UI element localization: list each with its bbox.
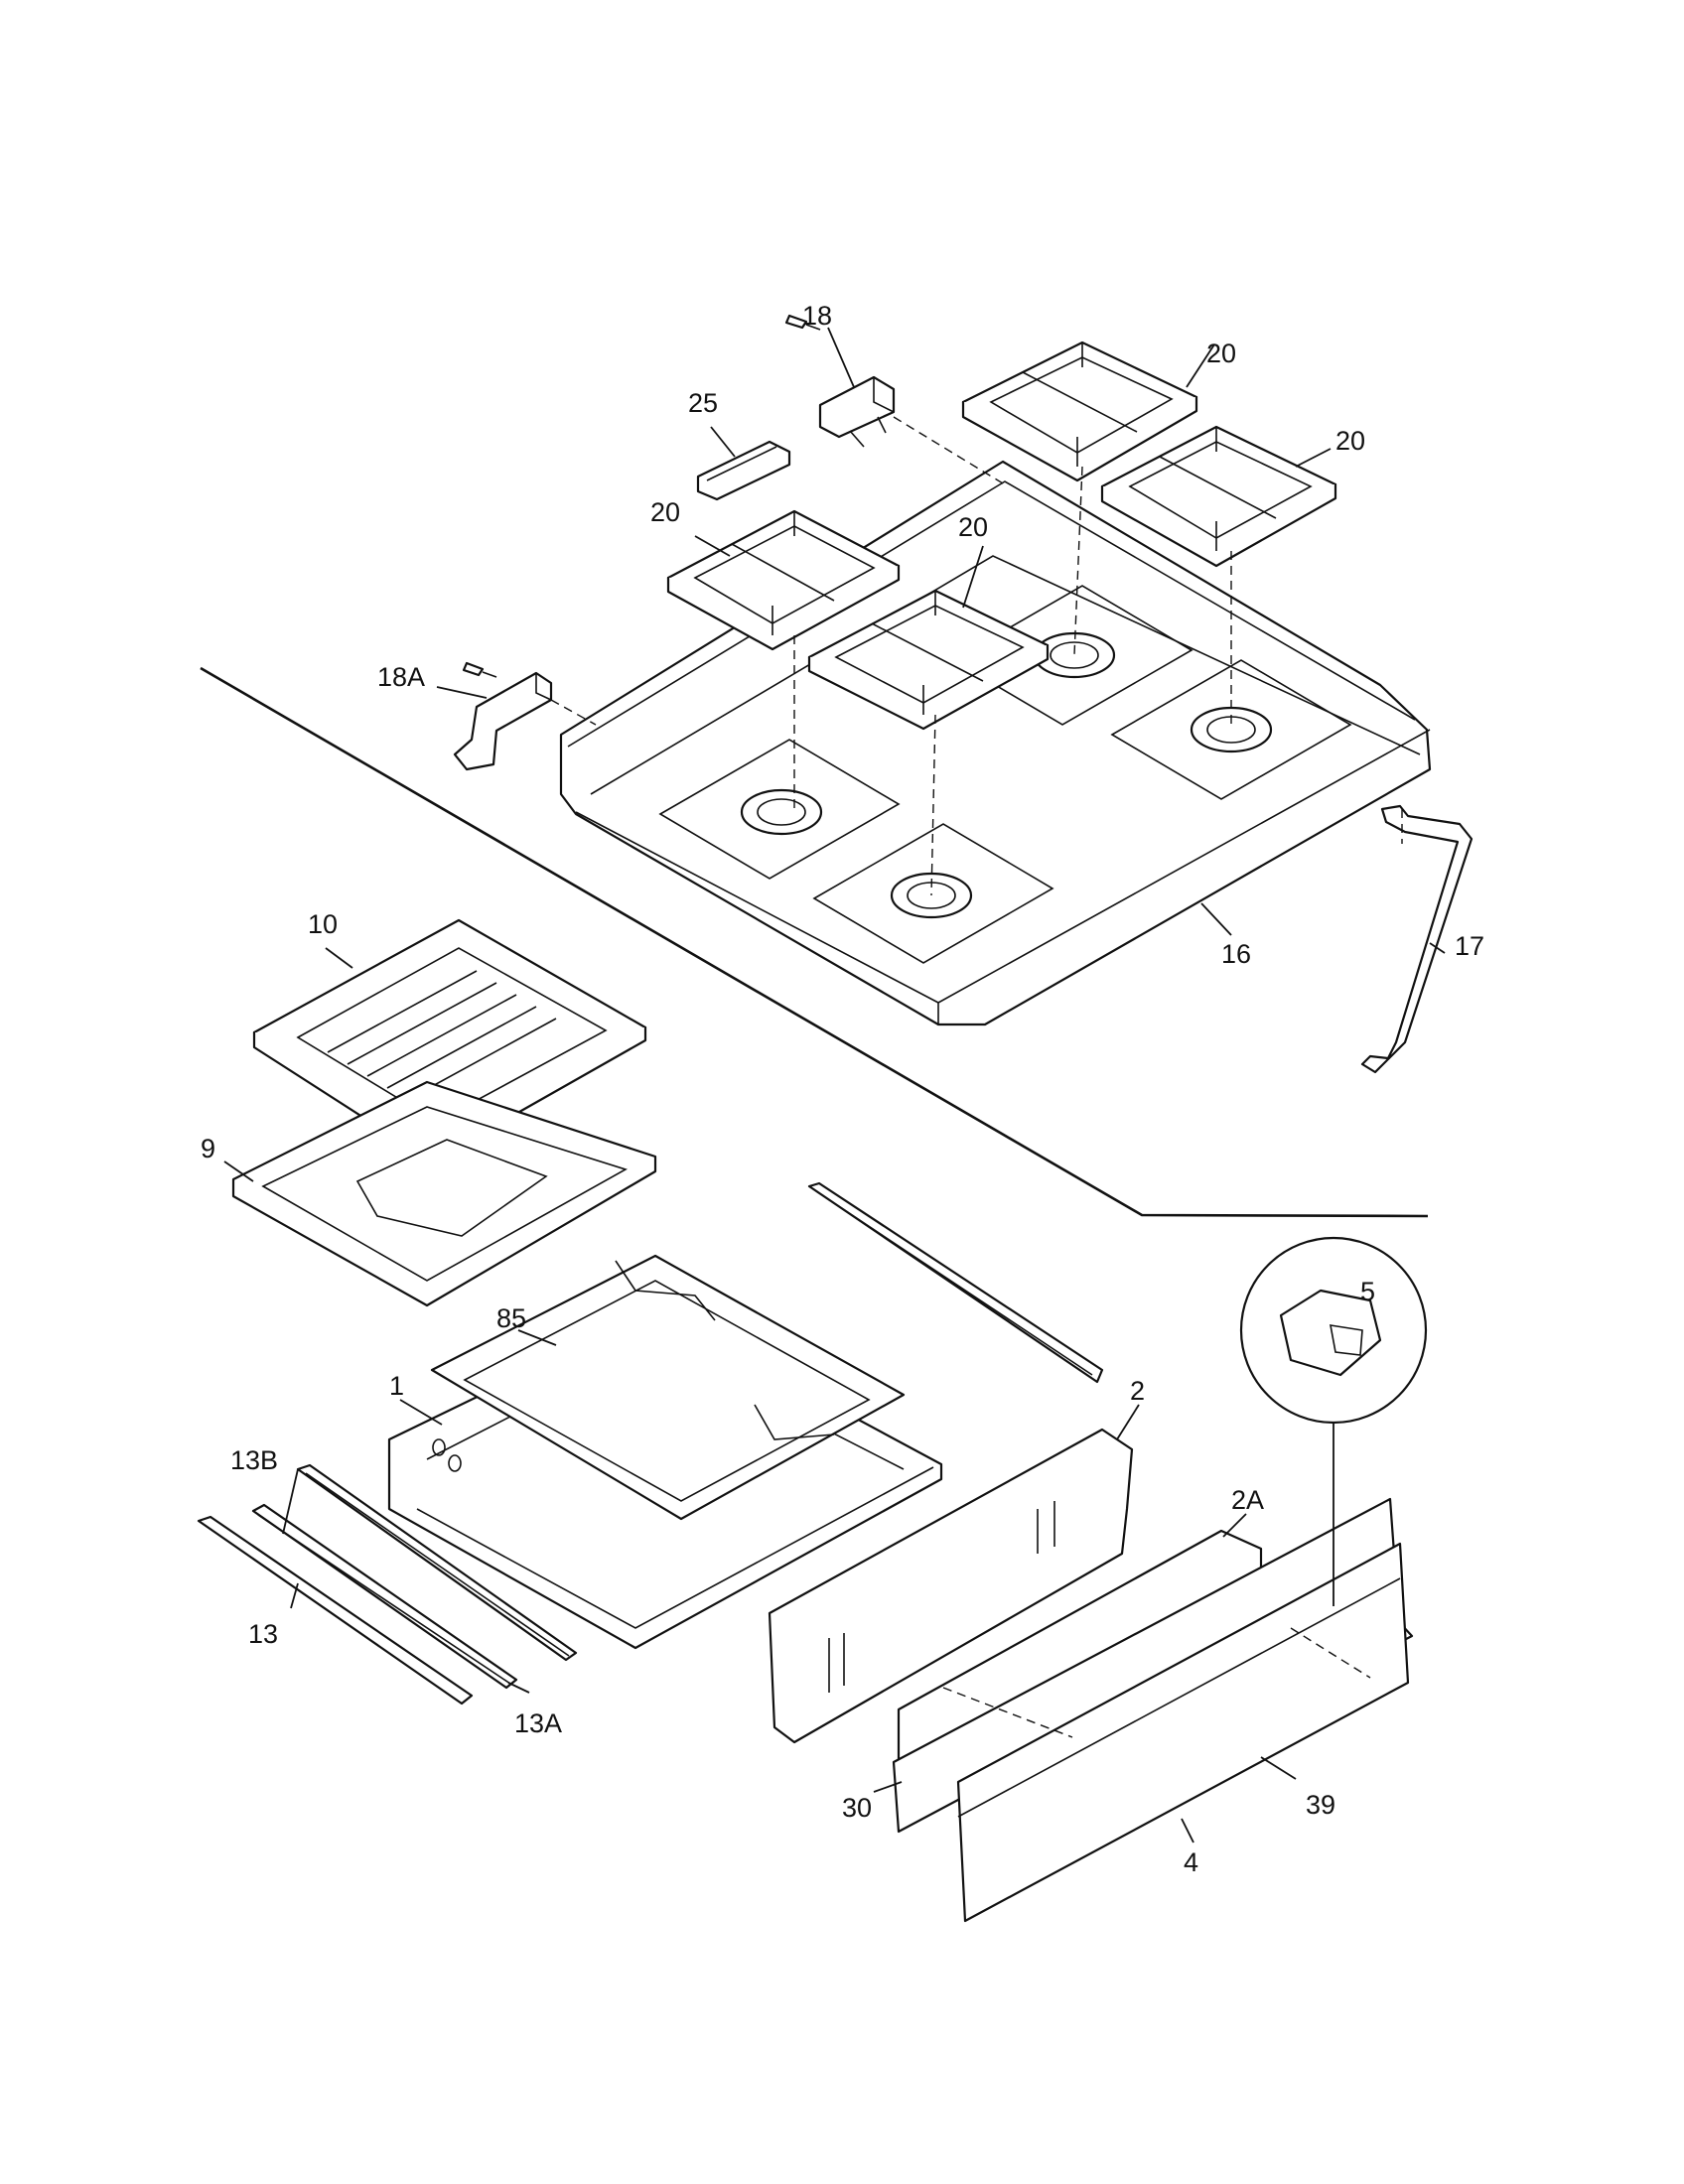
label-2: 2 xyxy=(1130,1376,1145,1406)
part-20-grate-front-left xyxy=(666,509,901,651)
part-18A-bracket xyxy=(453,661,553,771)
part-4-drawer-front xyxy=(956,1542,1410,1923)
label-13: 13 xyxy=(248,1619,278,1649)
part-13-rail xyxy=(197,1515,474,1706)
label-17: 17 xyxy=(1455,931,1484,961)
label-39: 39 xyxy=(1306,1790,1335,1820)
part-9-broiler-pan xyxy=(231,1080,657,1307)
label-20-rear-right: 20 xyxy=(1335,426,1365,456)
part-13A-rail xyxy=(251,1503,518,1690)
part-18-bracket xyxy=(784,314,896,448)
label-18A: 18A xyxy=(377,662,425,692)
label-16: 16 xyxy=(1221,939,1251,969)
label-20-rear-left: 20 xyxy=(1206,339,1236,368)
part-20-grate-front-right xyxy=(807,589,1050,731)
section-divider-line xyxy=(200,666,1429,1218)
part-labels: 18 25 20 20 20 20 18A 16 17 10 9 85 1 2 … xyxy=(201,301,1484,1877)
part-20-grate-rear-right xyxy=(1100,425,1337,568)
label-13A: 13A xyxy=(514,1708,562,1738)
part-16-cooktop xyxy=(559,460,1432,1026)
label-18: 18 xyxy=(802,301,832,331)
label-30: 30 xyxy=(842,1793,872,1823)
label-20-front-left: 20 xyxy=(650,497,680,527)
part-5-detail-circle xyxy=(1239,1236,1428,1606)
part-2-side-panel xyxy=(768,1428,1134,1744)
label-1: 1 xyxy=(389,1371,404,1401)
label-85: 85 xyxy=(496,1303,526,1333)
label-13B: 13B xyxy=(230,1445,278,1475)
alignment-lines xyxy=(550,416,1403,1738)
part-85-rack xyxy=(430,1254,906,1521)
label-5: 5 xyxy=(1360,1277,1375,1306)
part-20-grate-rear-left xyxy=(961,341,1198,482)
label-9: 9 xyxy=(201,1134,215,1163)
label-10: 10 xyxy=(308,909,338,939)
part-13B-rail xyxy=(296,1463,578,1662)
part-17-rod xyxy=(1360,804,1474,1074)
label-25: 25 xyxy=(688,388,718,418)
part-25-trim xyxy=(696,440,791,501)
label-2A: 2A xyxy=(1231,1485,1264,1515)
part-slide-rail-upper xyxy=(807,1181,1104,1384)
label-4: 4 xyxy=(1184,1847,1198,1877)
label-20-front-right: 20 xyxy=(958,512,988,542)
leader-lines xyxy=(223,327,1446,1843)
